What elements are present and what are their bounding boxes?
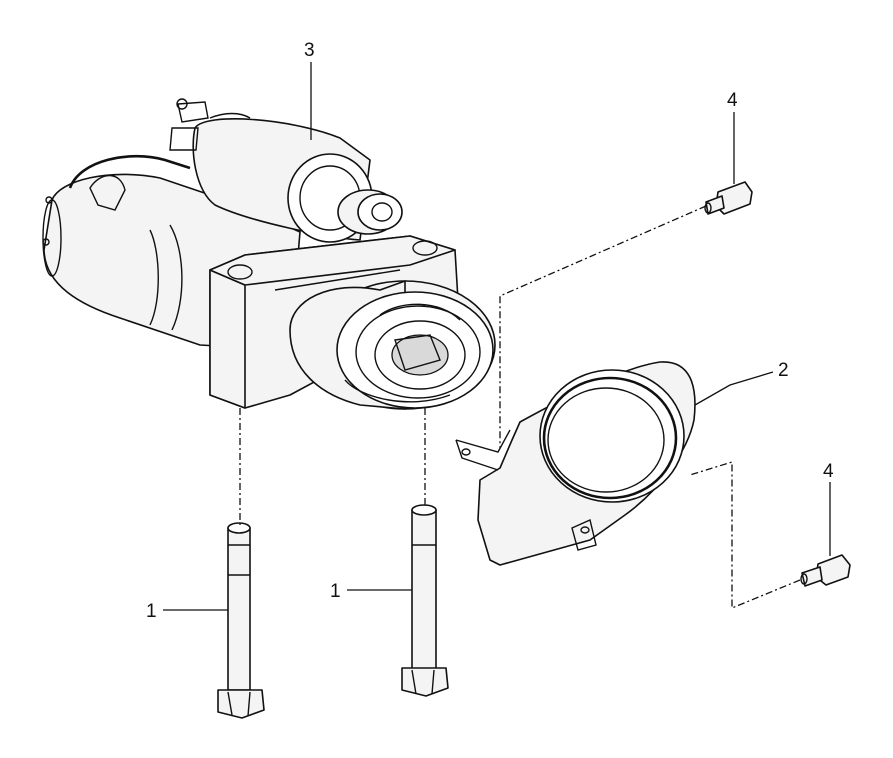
callout-leaders — [163, 62, 831, 611]
screw-top — [704, 181, 753, 215]
callout-starter: 3 — [304, 40, 315, 61]
bolt-left — [217, 522, 265, 719]
bolt-center — [401, 504, 449, 697]
callout-screw-top: 4 — [727, 90, 738, 111]
starter-motor — [42, 98, 496, 410]
assembly-lines — [239, 205, 801, 609]
callout-bolt-left: 1 — [146, 601, 157, 622]
callout-plate: 2 — [778, 360, 789, 381]
screw-right — [800, 554, 851, 587]
callout-bolt-center: 1 — [330, 581, 341, 602]
callout-screw-right: 4 — [823, 461, 834, 482]
mounting-plate — [455, 361, 696, 566]
